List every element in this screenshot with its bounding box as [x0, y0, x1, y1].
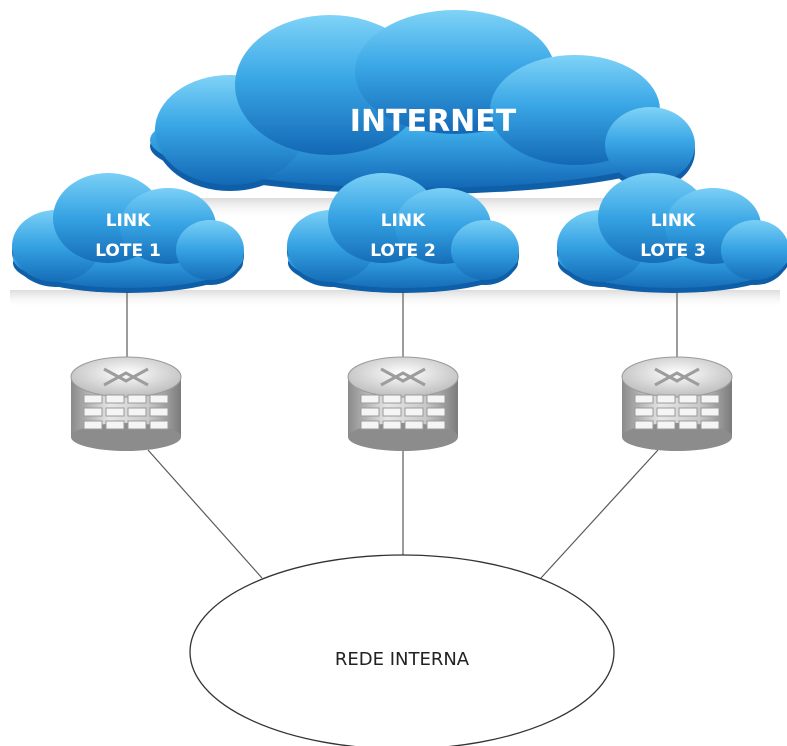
- router-icon-3: [620, 355, 734, 453]
- link3-line1: LINK: [651, 211, 696, 231]
- link-cloud-2: LINK LOTE 2: [287, 173, 519, 293]
- internal-network-label: REDE INTERNA: [335, 649, 470, 670]
- link3-line2: LOTE 3: [640, 241, 706, 261]
- internal-network: REDE INTERNA: [189, 554, 615, 746]
- internal-network-ellipse: [189, 554, 615, 746]
- line-router1-internal: [147, 449, 263, 579]
- link2-line2: LOTE 2: [370, 241, 436, 261]
- internet-label: INTERNET: [350, 104, 517, 139]
- link2-line1: LINK: [381, 211, 426, 231]
- link1-line1: LINK: [106, 211, 151, 231]
- router-icon-2: [346, 355, 460, 453]
- shadow-band-bottom: [10, 290, 780, 308]
- link1-line2: LOTE 1: [95, 241, 161, 261]
- link-cloud-1: LINK LOTE 1: [12, 173, 244, 293]
- link-cloud-3: LINK LOTE 3: [557, 173, 787, 293]
- router-icon-1: [69, 355, 183, 453]
- line-router3-internal: [540, 449, 659, 579]
- internet-cloud: INTERNET: [150, 10, 695, 194]
